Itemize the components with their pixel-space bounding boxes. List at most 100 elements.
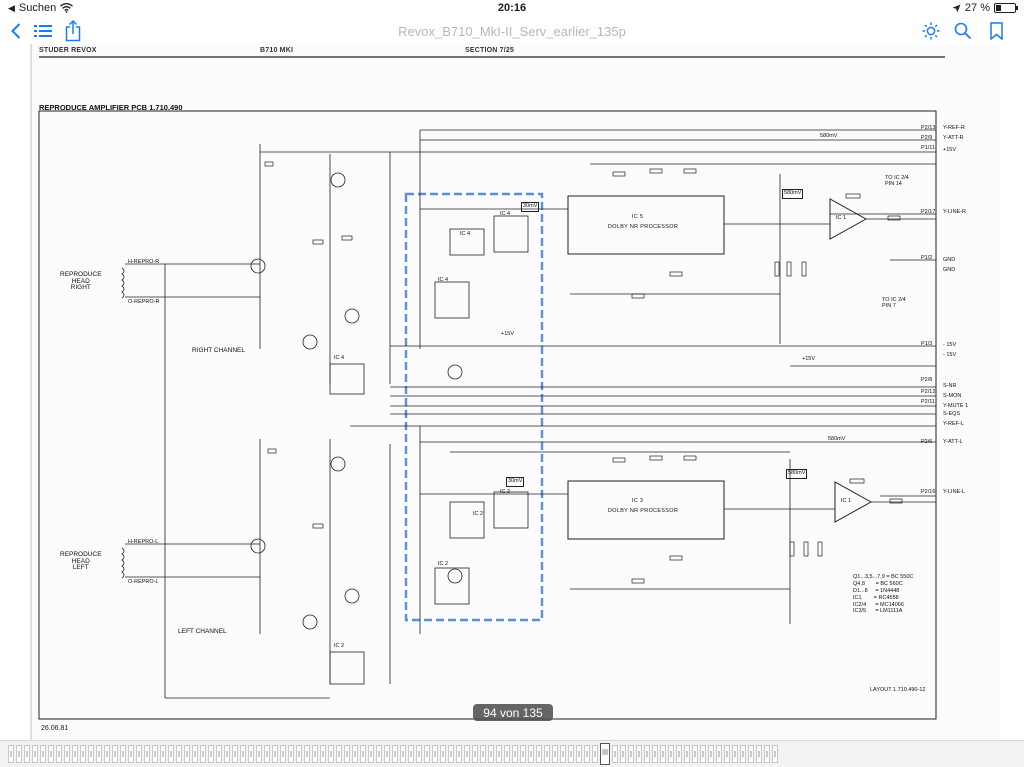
thumbnail-page[interactable] (288, 745, 294, 763)
thumbnail-page[interactable] (544, 745, 550, 763)
thumbnail-page[interactable] (352, 745, 358, 763)
thumbnail-page[interactable] (724, 745, 730, 763)
thumbnail-page[interactable] (756, 745, 762, 763)
thumbnail-page[interactable] (472, 745, 478, 763)
thumbnail-page[interactable] (64, 745, 70, 763)
thumbnail-page[interactable] (512, 745, 518, 763)
thumbnail-page[interactable] (248, 745, 254, 763)
thumbnail-page[interactable] (612, 745, 618, 763)
thumbnail-page[interactable] (568, 745, 574, 763)
thumbnail-page[interactable] (440, 745, 446, 763)
thumbnail-page[interactable] (152, 745, 158, 763)
thumbnail-page[interactable] (552, 745, 558, 763)
back-button[interactable] (3, 18, 29, 44)
thumbnail-page[interactable] (296, 745, 302, 763)
back-to-app-chevron-icon[interactable]: ◀ (8, 2, 15, 13)
thumbnail-page[interactable] (160, 745, 166, 763)
thumbnail-page[interactable] (184, 745, 190, 763)
thumbnail-page[interactable] (644, 745, 650, 763)
thumbnail-page[interactable] (748, 745, 754, 763)
thumbnail-page[interactable] (416, 745, 422, 763)
thumbnail-page[interactable] (528, 745, 534, 763)
thumbnail-page[interactable] (692, 745, 698, 763)
thumbnail-page[interactable] (216, 745, 222, 763)
thumbnail-page[interactable] (328, 745, 334, 763)
thumbnail-page[interactable] (576, 745, 582, 763)
thumbnail-page[interactable] (336, 745, 342, 763)
thumbnail-page[interactable] (24, 745, 30, 763)
thumbnail-page[interactable] (280, 745, 286, 763)
thumbnail-page[interactable] (496, 745, 502, 763)
thumbnail-page[interactable] (40, 745, 46, 763)
thumbnail-page[interactable] (520, 745, 526, 763)
thumbnail-page[interactable] (272, 745, 278, 763)
thumbnail-page[interactable] (560, 745, 566, 763)
thumbnail-page[interactable] (320, 745, 326, 763)
thumbnail-page[interactable] (480, 745, 486, 763)
thumbnail-page[interactable] (80, 745, 86, 763)
thumbnail-page[interactable] (592, 745, 598, 763)
thumbnail-page[interactable] (200, 745, 206, 763)
thumbnail-page[interactable] (628, 745, 634, 763)
thumbnail-page[interactable] (456, 745, 462, 763)
thumbnail-page[interactable] (88, 745, 94, 763)
thumbnail-page[interactable] (536, 745, 542, 763)
bookmark-button[interactable] (983, 18, 1009, 44)
thumbnail-page[interactable] (368, 745, 374, 763)
thumbnail-page[interactable] (136, 745, 142, 763)
thumbnail-page[interactable] (660, 745, 666, 763)
thumbnail-page[interactable] (16, 745, 22, 763)
thumbnail-page[interactable] (8, 745, 14, 763)
thumbnail-page[interactable] (432, 745, 438, 763)
thumbnail-page[interactable] (312, 745, 318, 763)
thumbnail-page[interactable] (256, 745, 262, 763)
thumbnail-page[interactable] (708, 745, 714, 763)
thumbnail-page[interactable] (376, 745, 382, 763)
thumbnail-page[interactable] (740, 745, 746, 763)
thumbnail-page[interactable] (772, 745, 778, 763)
thumbnail-page[interactable] (96, 745, 102, 763)
thumbnail-page[interactable] (716, 745, 722, 763)
thumbnail-page[interactable] (732, 745, 738, 763)
document-page[interactable]: STUDER REVOX B710 MKI SECTION 7/25 REPRO… (30, 44, 1000, 740)
thumbnail-strip[interactable] (0, 740, 1024, 767)
thumbnail-page[interactable] (676, 745, 682, 763)
thumbnail-page[interactable] (32, 745, 38, 763)
thumbnail-page[interactable] (360, 745, 366, 763)
thumbnail-page[interactable] (144, 745, 150, 763)
back-to-app-link[interactable]: Suchen (18, 2, 57, 14)
thumbnail-page[interactable] (176, 745, 182, 763)
brightness-button[interactable] (918, 18, 944, 44)
thumbnail-page[interactable] (620, 745, 626, 763)
thumbnail-page[interactable] (208, 745, 214, 763)
thumbnail-page[interactable] (400, 745, 406, 763)
thumbnail-page[interactable] (56, 745, 62, 763)
thumbnail-page[interactable] (192, 745, 198, 763)
thumbnail-page[interactable] (652, 745, 658, 763)
thumbnail-page[interactable] (684, 745, 690, 763)
thumbnail-page[interactable] (264, 745, 270, 763)
thumbnail-page[interactable] (104, 745, 110, 763)
thumbnail-page[interactable] (128, 745, 134, 763)
thumbnail-page[interactable] (764, 745, 770, 763)
thumbnail-page[interactable] (448, 745, 454, 763)
search-button[interactable] (950, 18, 976, 44)
thumbnail-page[interactable] (48, 745, 54, 763)
thumbnail-page[interactable] (584, 745, 590, 763)
thumbnail-page[interactable] (504, 745, 510, 763)
grid-view-button[interactable] (30, 18, 56, 44)
thumbnail-page[interactable] (304, 745, 310, 763)
thumbnail-page[interactable] (168, 745, 174, 763)
thumbnail-page[interactable] (668, 745, 674, 763)
thumbnail-page[interactable] (700, 745, 706, 763)
thumbnail-page[interactable] (384, 745, 390, 763)
thumbnail-page[interactable] (464, 745, 470, 763)
thumbnail-page[interactable] (224, 745, 230, 763)
thumbnail-page[interactable] (488, 745, 494, 763)
thumbnail-page[interactable] (344, 745, 350, 763)
thumbnail-page[interactable] (392, 745, 398, 763)
thumbnail-page[interactable] (424, 745, 430, 763)
thumbnail-page[interactable] (232, 745, 238, 763)
thumbnail-page[interactable] (112, 745, 118, 763)
thumbnail-page[interactable] (636, 745, 642, 763)
